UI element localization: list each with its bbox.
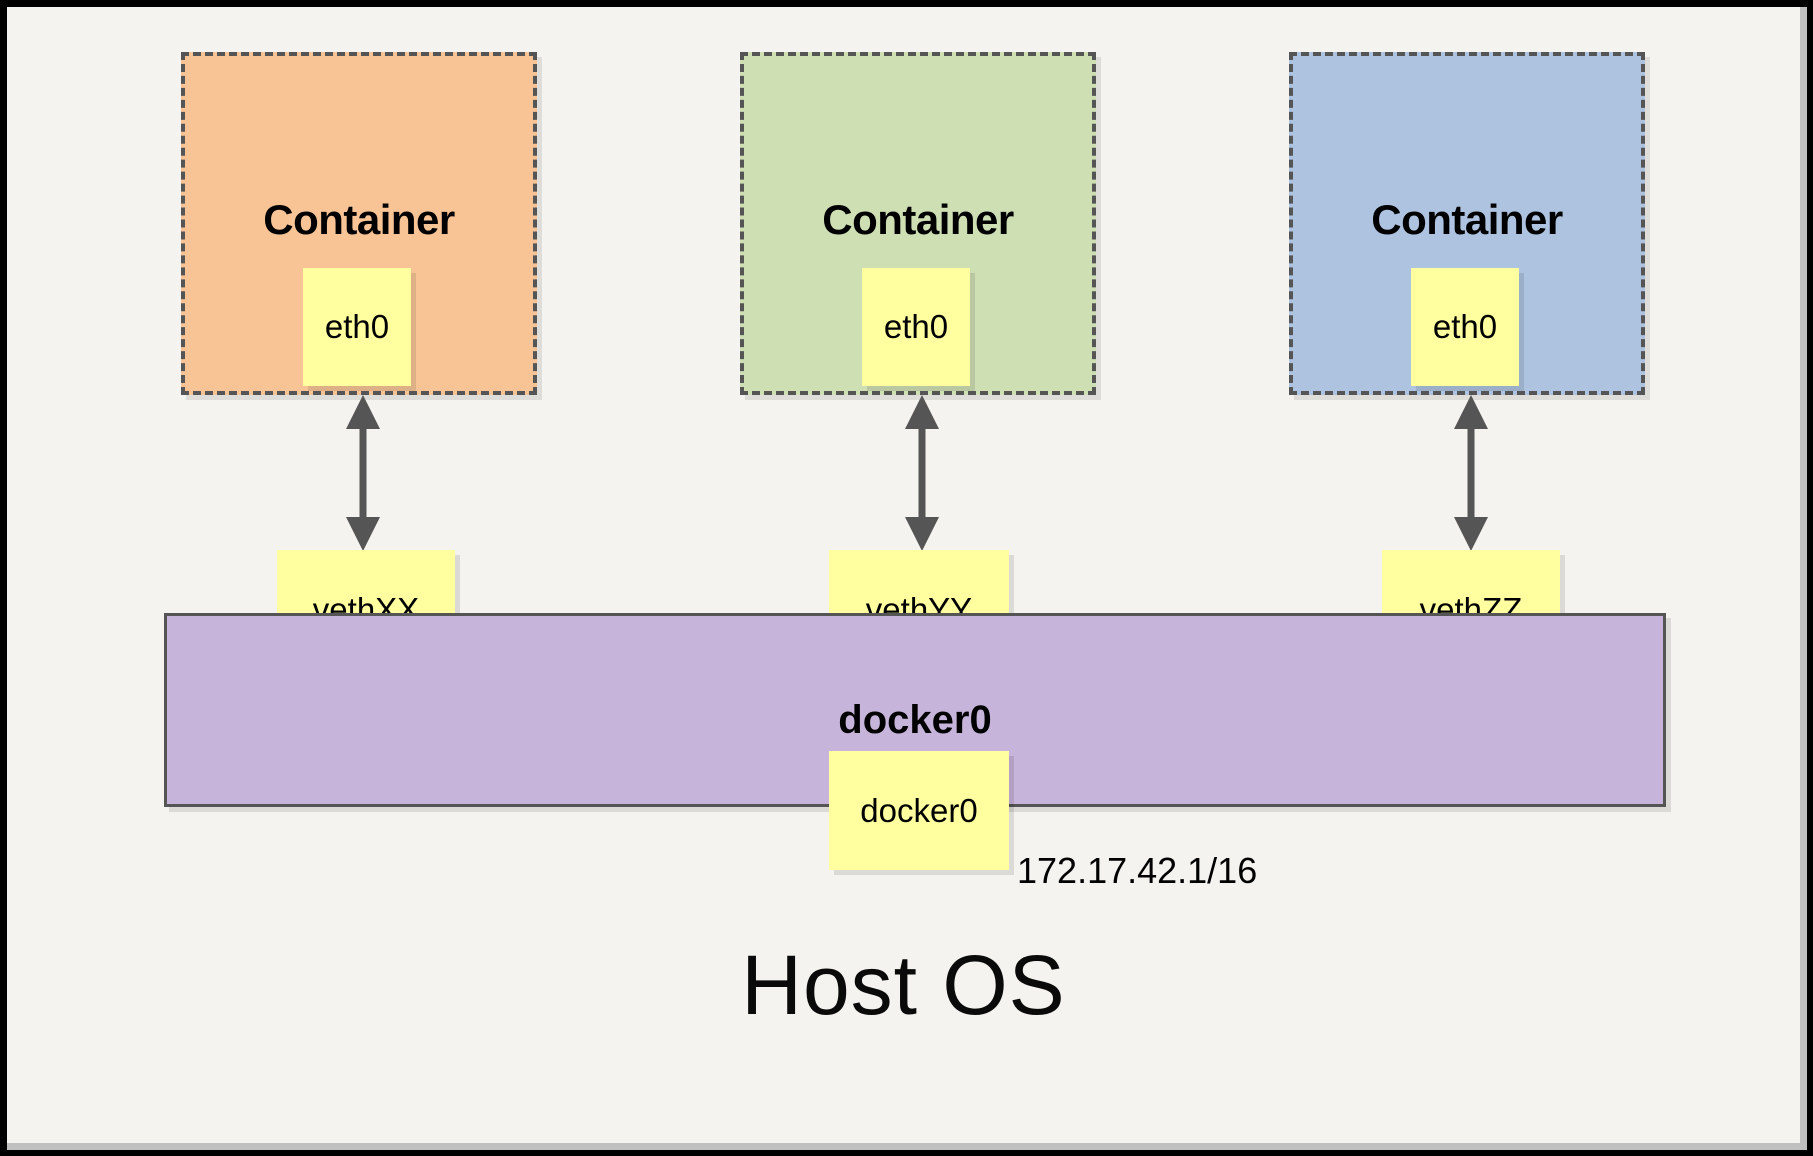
host-os-label: Host OS: [741, 938, 1066, 1032]
diagram-surface: Container eth0 vethXX Container eth0 vet…: [7, 7, 1800, 1143]
eth0-box-3: eth0: [1411, 268, 1519, 386]
veth-link-arrow-1: [346, 395, 380, 551]
veth-link-arrow-3: [1454, 395, 1488, 551]
container-title-2: Container: [822, 196, 1014, 243]
docker0-ip-label: 172.17.42.1/16: [1017, 850, 1258, 891]
eth0-box-2: eth0: [862, 268, 970, 386]
container-title-1: Container: [263, 196, 455, 243]
docker0-interface-box: docker0: [829, 751, 1009, 870]
veth-link-arrow-2: [905, 395, 939, 551]
container-title-3: Container: [1371, 196, 1563, 243]
eth0-box-1: eth0: [303, 268, 411, 386]
docker0-bridge-label: docker0: [838, 698, 992, 742]
page-frame-shadow: Container eth0 vethXX Container eth0 vet…: [7, 7, 1807, 1150]
